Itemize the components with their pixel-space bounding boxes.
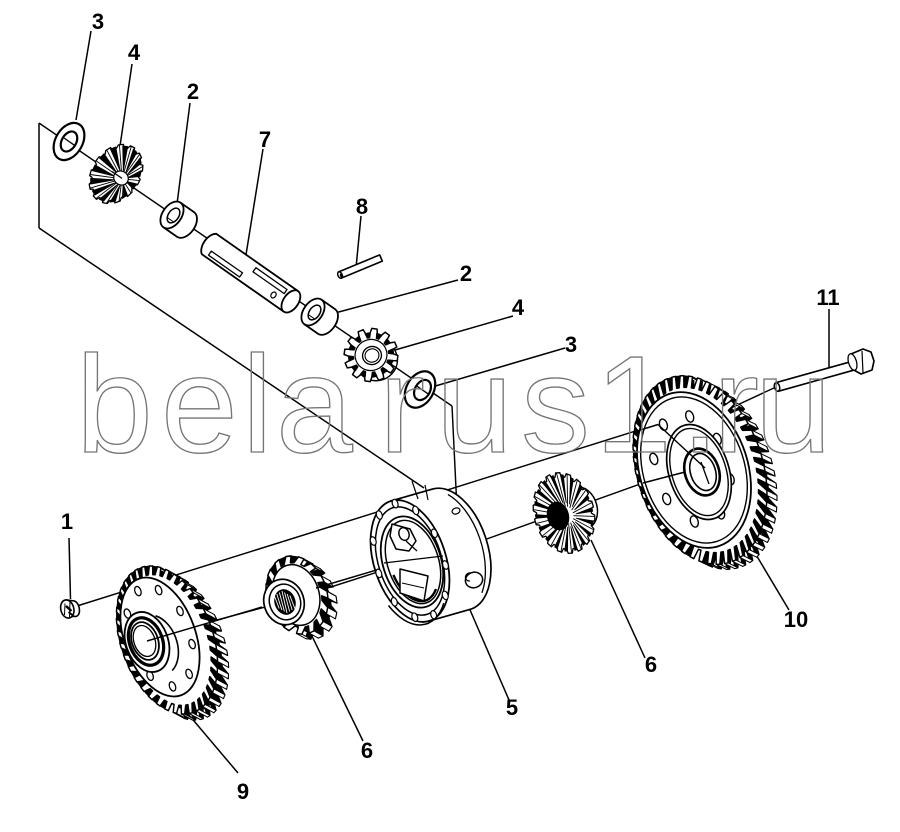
svg-text:1: 1: [61, 509, 73, 534]
svg-text:2: 2: [460, 261, 472, 286]
svg-text:4: 4: [128, 40, 141, 65]
svg-text:4: 4: [512, 295, 525, 320]
svg-text:8: 8: [356, 194, 368, 219]
svg-text:3: 3: [92, 9, 104, 34]
svg-text:2: 2: [187, 79, 199, 104]
svg-text:11: 11: [816, 285, 839, 310]
svg-text:5: 5: [506, 695, 518, 720]
svg-text:3: 3: [565, 332, 577, 357]
svg-text:belarus1.ru: belarus1.ru: [76, 328, 832, 482]
svg-text:6: 6: [361, 738, 373, 763]
svg-text:6: 6: [645, 652, 657, 677]
svg-text:7: 7: [259, 127, 271, 152]
svg-text:9: 9: [237, 779, 249, 804]
svg-text:10: 10: [784, 607, 808, 632]
